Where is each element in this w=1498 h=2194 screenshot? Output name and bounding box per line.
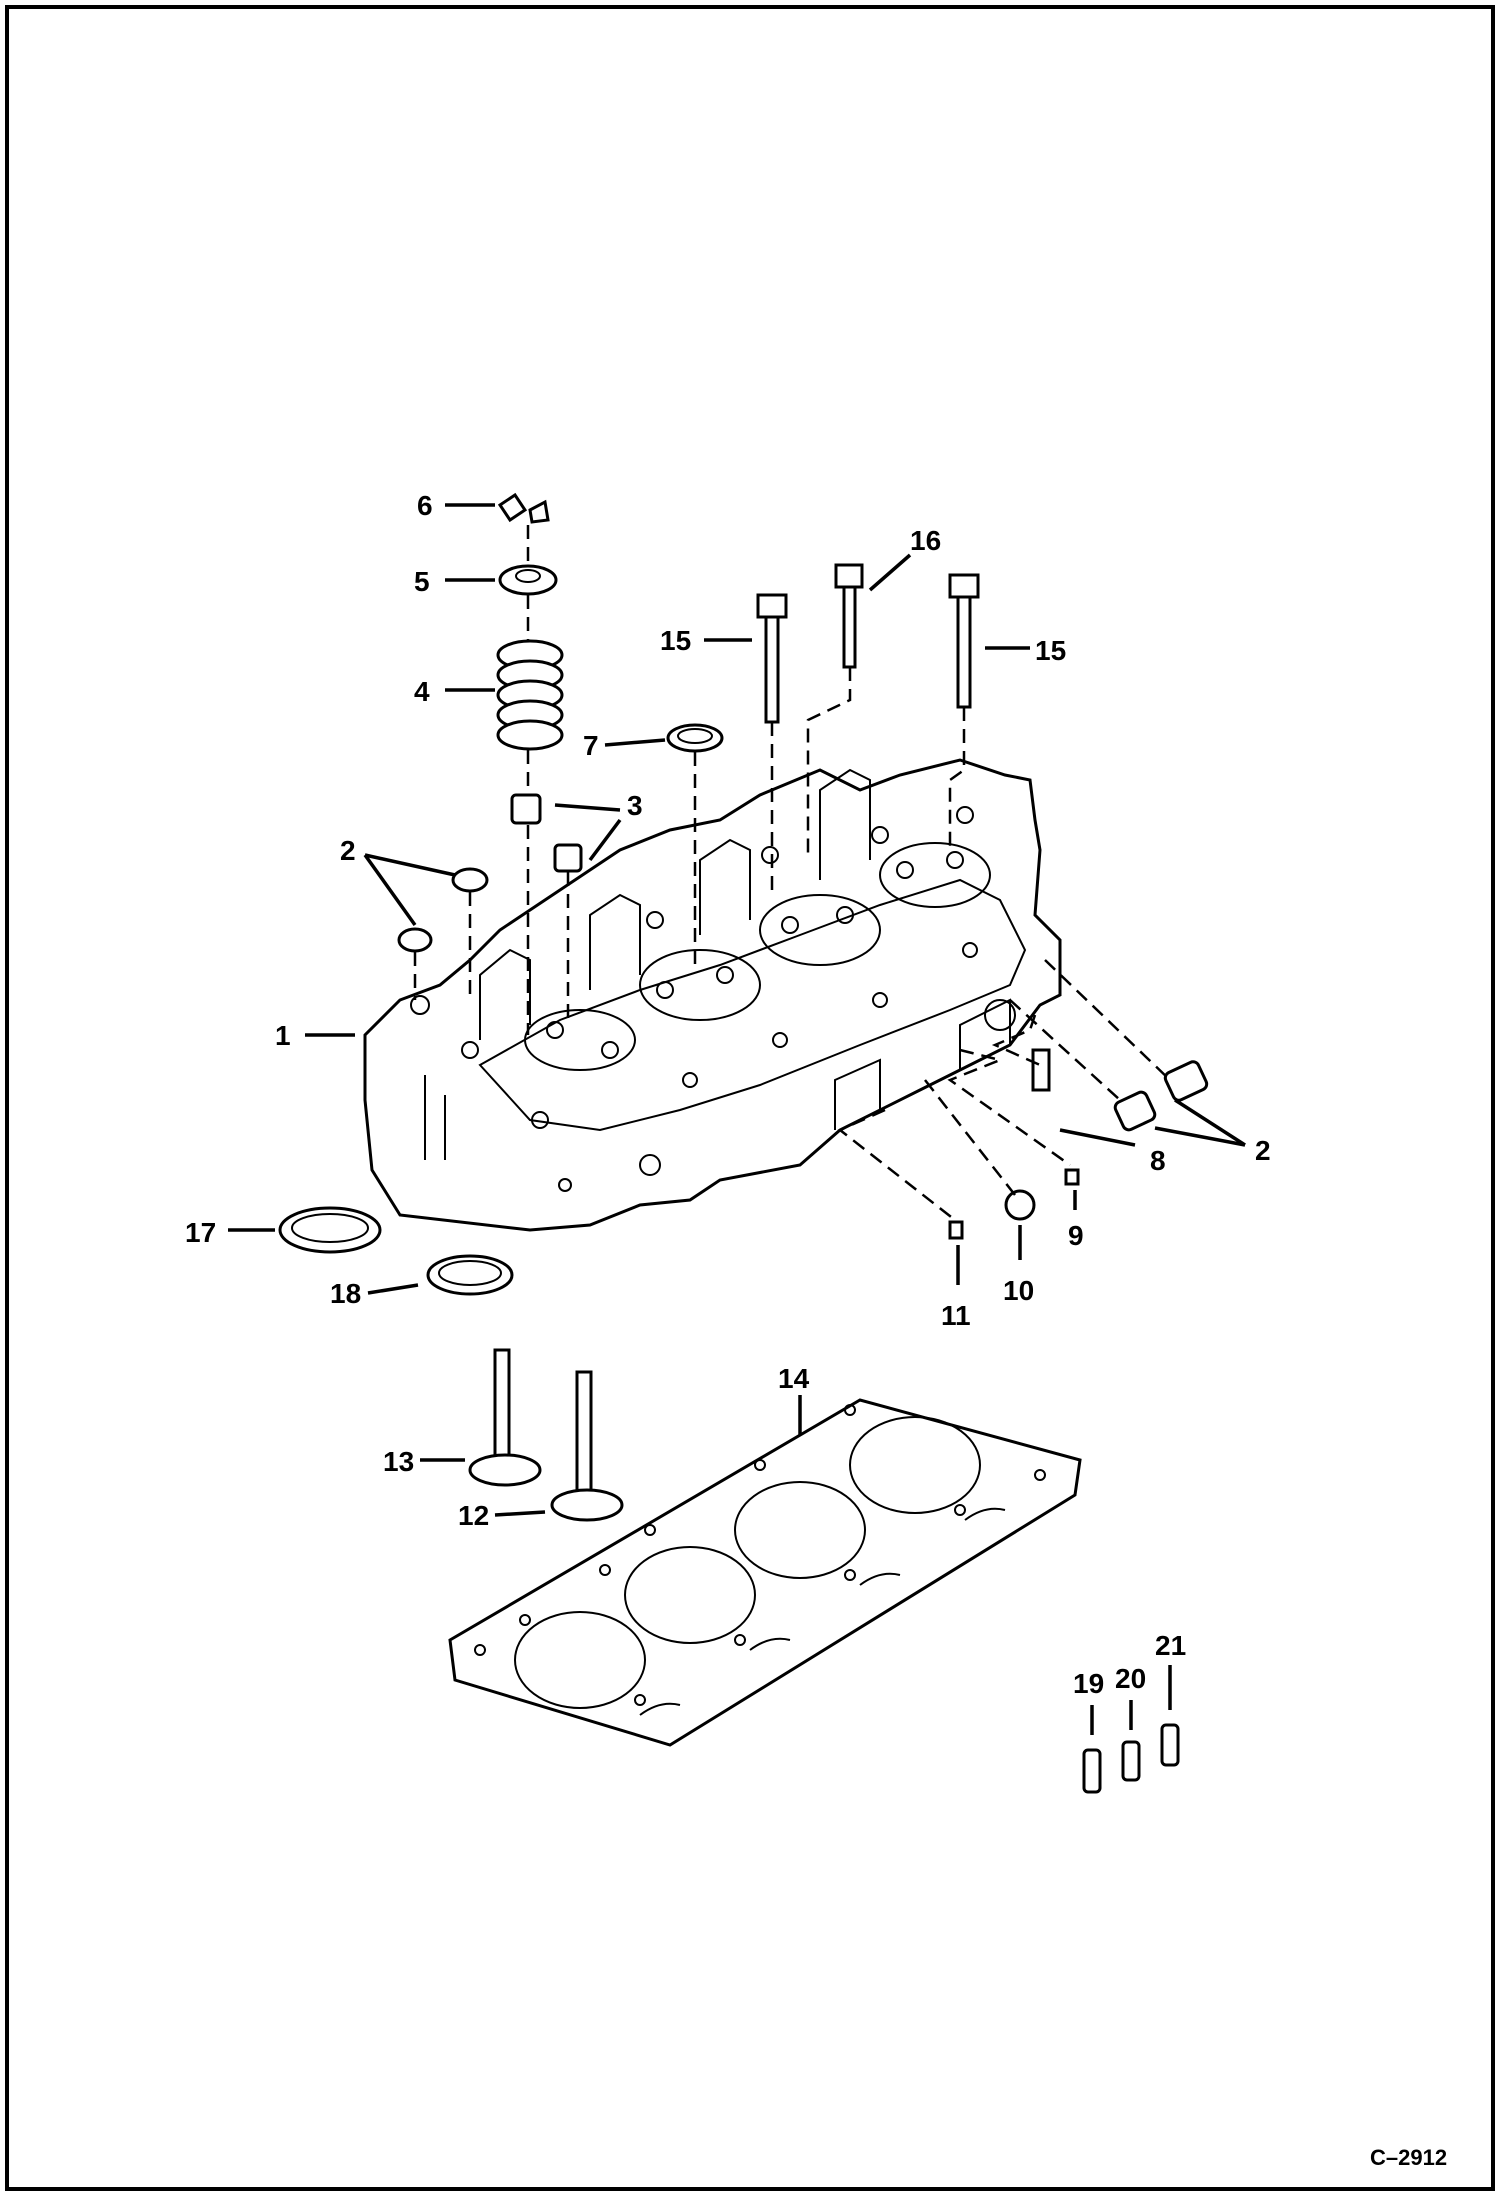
callout-16: 16 <box>910 525 941 556</box>
head-gasket <box>448 1398 1082 1747</box>
head-bolts <box>756 563 980 724</box>
dowel-pins <box>1082 1723 1180 1794</box>
valve-spring <box>496 639 564 751</box>
figure-code: C–2912 <box>1370 2145 1447 2170</box>
callout-13: 13 <box>383 1446 414 1477</box>
spring-retainer <box>498 564 558 596</box>
callout-6: 6 <box>417 490 433 521</box>
callout-4: 4 <box>414 676 430 707</box>
cylinder-head <box>363 758 1062 1232</box>
callout-12: 12 <box>458 1500 489 1531</box>
callout-19: 19 <box>1073 1668 1104 1699</box>
small-plug-11 <box>948 1220 964 1240</box>
valves <box>468 1348 624 1522</box>
callout-14: 14 <box>778 1363 810 1394</box>
callout-10: 10 <box>1003 1275 1034 1306</box>
core-plugs-left <box>397 867 489 953</box>
callout-5: 5 <box>414 566 430 597</box>
callout-15-left: 15 <box>660 625 691 656</box>
callout-9: 9 <box>1068 1220 1084 1251</box>
callout-20: 20 <box>1115 1663 1146 1694</box>
callout-1: 1 <box>275 1020 291 1051</box>
stud <box>1031 1048 1051 1092</box>
small-plug-9 <box>1064 1168 1080 1186</box>
callout-2-left: 2 <box>340 835 356 866</box>
callout-15-right: 15 <box>1035 635 1066 666</box>
sealing-washer <box>1004 1189 1036 1221</box>
valve-collets <box>497 492 550 524</box>
callout-8: 8 <box>1150 1145 1166 1176</box>
core-plugs-right <box>1113 1060 1209 1132</box>
callout-labels: 6 5 4 7 3 2 15 16 15 1 8 2 9 10 11 17 18… <box>185 490 1271 1699</box>
callout-3: 3 <box>627 790 643 821</box>
callout-11: 11 <box>941 1300 971 1331</box>
callout-7: 7 <box>583 730 599 761</box>
callout-21: 21 <box>1155 1630 1186 1661</box>
valve-seat-insert <box>666 723 724 753</box>
callout-2-right: 2 <box>1255 1135 1271 1166</box>
leader-lines <box>228 503 1246 1735</box>
callout-17: 17 <box>185 1217 216 1248</box>
assembly-lines <box>413 525 1171 1221</box>
seat-rings <box>278 1206 514 1296</box>
valve-stem-seals <box>510 793 583 873</box>
callout-18: 18 <box>330 1278 361 1309</box>
